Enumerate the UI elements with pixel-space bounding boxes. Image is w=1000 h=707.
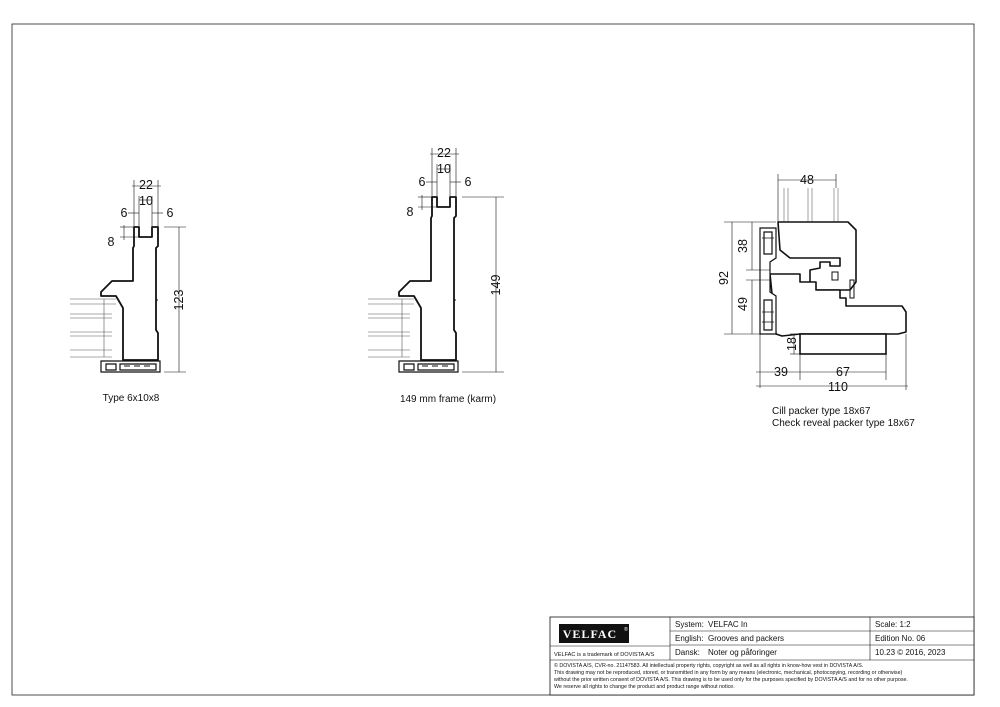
frame-profile: [398, 196, 457, 361]
copyright-line-1: © DOVISTA A/S, CVR-no. 21147583. All int…: [554, 662, 863, 669]
bottom-rail: [100, 360, 161, 373]
detail-cill-packer: 48 92 38 49 18 39 67 110 Cill packer typ…: [717, 173, 915, 429]
date-text: 10.23 © 2016, 2023: [875, 648, 946, 657]
title-block: VELFAC ® VELFAC is a trademark of DOVIST…: [549, 616, 975, 696]
bottom-rail: [398, 360, 459, 373]
dim-6-left: 6: [419, 175, 426, 189]
profile-149mm-frame: 22 10 6 6 8 149 149 mm frame (karm): [368, 146, 504, 405]
caption-right-2: Check reveal packer type 18x67: [772, 418, 915, 429]
glazing-lines: [70, 298, 116, 358]
dim-123: 123: [172, 290, 186, 311]
profile-type-6x10x8: 22 10 6 6 8 123 Type 6x10x8: [70, 178, 186, 404]
scale-text: Scale: 1:2: [875, 620, 911, 629]
frame-profile: [100, 226, 159, 361]
dim-10: 10: [437, 162, 451, 176]
aluminium-cladding: [759, 227, 777, 335]
dim-8: 8: [108, 235, 115, 249]
caption-middle: 149 mm frame (karm): [400, 394, 496, 405]
copyright-line-2: This drawing may not be reproduced, stor…: [554, 670, 903, 676]
edition-text: Edition No. 06: [875, 634, 926, 643]
dim-6-right: 6: [465, 175, 472, 189]
dim-39: 39: [774, 365, 788, 379]
caption-left: Type 6x10x8: [103, 393, 160, 404]
dim-149: 149: [489, 275, 503, 296]
dim-110: 110: [828, 380, 848, 394]
logo-registered-mark: ®: [624, 626, 628, 633]
copyright-line-4: We reserve all rights to change the prod…: [554, 684, 735, 690]
dim-49: 49: [736, 297, 750, 311]
cill-packer: [799, 333, 887, 355]
glazing-lines: [368, 298, 414, 358]
dim-67: 67: [836, 365, 850, 379]
trademark-text: VELFAC is a trademark of DOVISTA A/S: [554, 652, 655, 658]
row-dansk-value: Noter og påforinger: [708, 648, 777, 657]
sash-profile: [777, 221, 857, 291]
dim-48: 48: [800, 173, 814, 187]
copyright-line-3: without the prior written consent of DOV…: [554, 677, 908, 683]
row-english-label: English:: [675, 634, 703, 643]
row-system-value: VELFAC In: [708, 620, 748, 629]
sheet-border: [11, 23, 975, 696]
dim-8: 8: [407, 205, 414, 219]
dim-18: 18: [785, 337, 799, 351]
row-dansk-label: Dansk:: [675, 648, 700, 657]
row-system-label: System:: [675, 620, 704, 629]
caption-right-1: Cill packer type 18x67: [772, 406, 871, 417]
dim-22: 22: [437, 146, 451, 160]
velfac-logo: [559, 624, 629, 643]
dim-6-left: 6: [121, 206, 128, 220]
dim-10: 10: [139, 194, 153, 208]
dim-22: 22: [139, 178, 153, 192]
logo-text: VELFAC: [563, 627, 617, 641]
dim-92: 92: [717, 271, 731, 285]
dim-38: 38: [736, 239, 750, 253]
dim-6-right: 6: [167, 206, 174, 220]
row-english-value: Grooves and packers: [708, 634, 784, 643]
